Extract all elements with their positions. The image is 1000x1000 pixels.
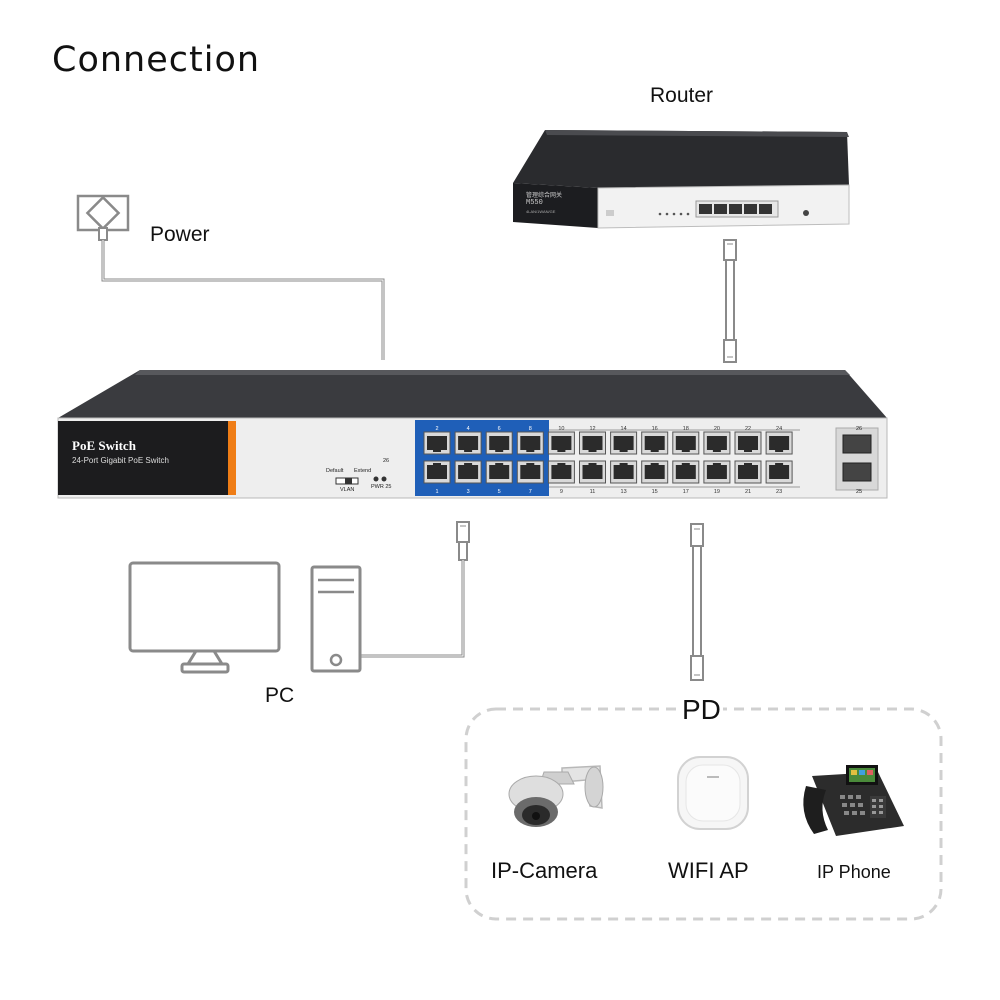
rj45-port: [516, 460, 544, 484]
router-cable: [723, 239, 737, 363]
mode-default-label: Default: [326, 468, 344, 474]
page-title: Connection: [52, 40, 261, 80]
ip-phone-label: IP Phone: [817, 862, 891, 882]
ip-camera-icon: [508, 765, 604, 827]
rj45-port: [423, 460, 451, 484]
rj45-port: [547, 431, 575, 455]
rj45-port: [641, 431, 669, 455]
port-number-top: 6: [498, 426, 501, 432]
port-number-top: 24: [776, 426, 782, 432]
port-number-bottom: 5: [498, 489, 501, 495]
pd-label: PD: [680, 694, 723, 726]
sfp-26-label: 26: [856, 426, 863, 432]
monitor-icon: [128, 561, 281, 674]
rj45-port: [610, 431, 638, 455]
pd-cable: [690, 523, 704, 681]
port-number-bottom: 3: [467, 489, 470, 495]
port-number-bottom: 9: [560, 489, 563, 495]
rj45-port: [765, 460, 793, 484]
port-number-top: 10: [558, 426, 564, 432]
rj45-port: [641, 460, 669, 484]
sfp-25-label: 25: [856, 489, 863, 495]
rj45-port: [734, 460, 762, 484]
rj45-port: [485, 431, 513, 455]
ip-phone-icon: [803, 765, 904, 836]
wifi-ap-icon: [677, 756, 749, 830]
router-model: M550: [526, 199, 543, 207]
rj45-port: [610, 460, 638, 484]
rj45-port: [579, 431, 606, 455]
rj45-port: [579, 460, 606, 484]
port-number-top: 18: [683, 426, 689, 432]
led-pwr-label: PWR 25: [371, 484, 392, 490]
rj45-port: [454, 431, 482, 455]
rj45-port: [423, 431, 451, 455]
router-subtitle: 4LAN/1WAN/GE: [526, 209, 556, 214]
rj45-port: [765, 431, 793, 455]
rj45-port: [547, 460, 575, 484]
port-number-bottom: 19: [714, 489, 720, 495]
ip-camera-label: IP-Camera: [491, 858, 598, 883]
port-number-bottom: 23: [776, 489, 782, 495]
port-number-top: 16: [652, 426, 658, 432]
rj45-port: [703, 431, 731, 455]
port-number-bottom: 17: [683, 489, 689, 495]
rj45-port: [734, 431, 762, 455]
port-number-top: 12: [589, 426, 595, 432]
router-brand: 管理综合网关: [526, 193, 563, 199]
power-cable: [101, 240, 385, 360]
wifi-ap-label: WIFI AP: [668, 858, 749, 883]
port-number-top: 14: [621, 426, 627, 432]
mode-extend-label: Extend: [354, 468, 372, 474]
power-outlet-icon: [76, 194, 130, 241]
rj45-port: [672, 431, 700, 455]
pc-tower-icon: [310, 565, 362, 673]
rj45-port: [485, 460, 513, 484]
port-number-bottom: 15: [652, 489, 658, 495]
port-number-bottom: 21: [745, 489, 751, 495]
port-number-top: 2: [435, 426, 438, 432]
mode-vlan-label: VLAN: [340, 487, 355, 493]
power-label: Power: [150, 223, 210, 246]
port-number-top: 20: [714, 426, 720, 432]
pc-cable: [360, 521, 470, 658]
rj45-port: [516, 431, 544, 455]
switch-description: 24-Port Gigabit PoE Switch: [72, 456, 169, 465]
rj45-port: [454, 460, 482, 484]
port-number-bottom: 11: [590, 489, 596, 495]
led-26-label: 26: [383, 458, 390, 464]
port-number-top: 22: [745, 426, 751, 432]
port-number-bottom: 7: [529, 489, 532, 495]
rj45-port: [672, 460, 700, 484]
rj45-port: [703, 460, 731, 484]
port-number-bottom: 1: [435, 489, 438, 495]
switch-name: PoE Switch: [72, 438, 136, 453]
port-number-bottom: 13: [621, 489, 627, 495]
switch-port-grid: [423, 431, 793, 484]
pc-label: PC: [265, 684, 295, 707]
port-number-top: 4: [467, 426, 470, 432]
router-label: Router: [650, 84, 714, 107]
port-number-top: 8: [529, 426, 532, 432]
router-device: [513, 130, 850, 229]
